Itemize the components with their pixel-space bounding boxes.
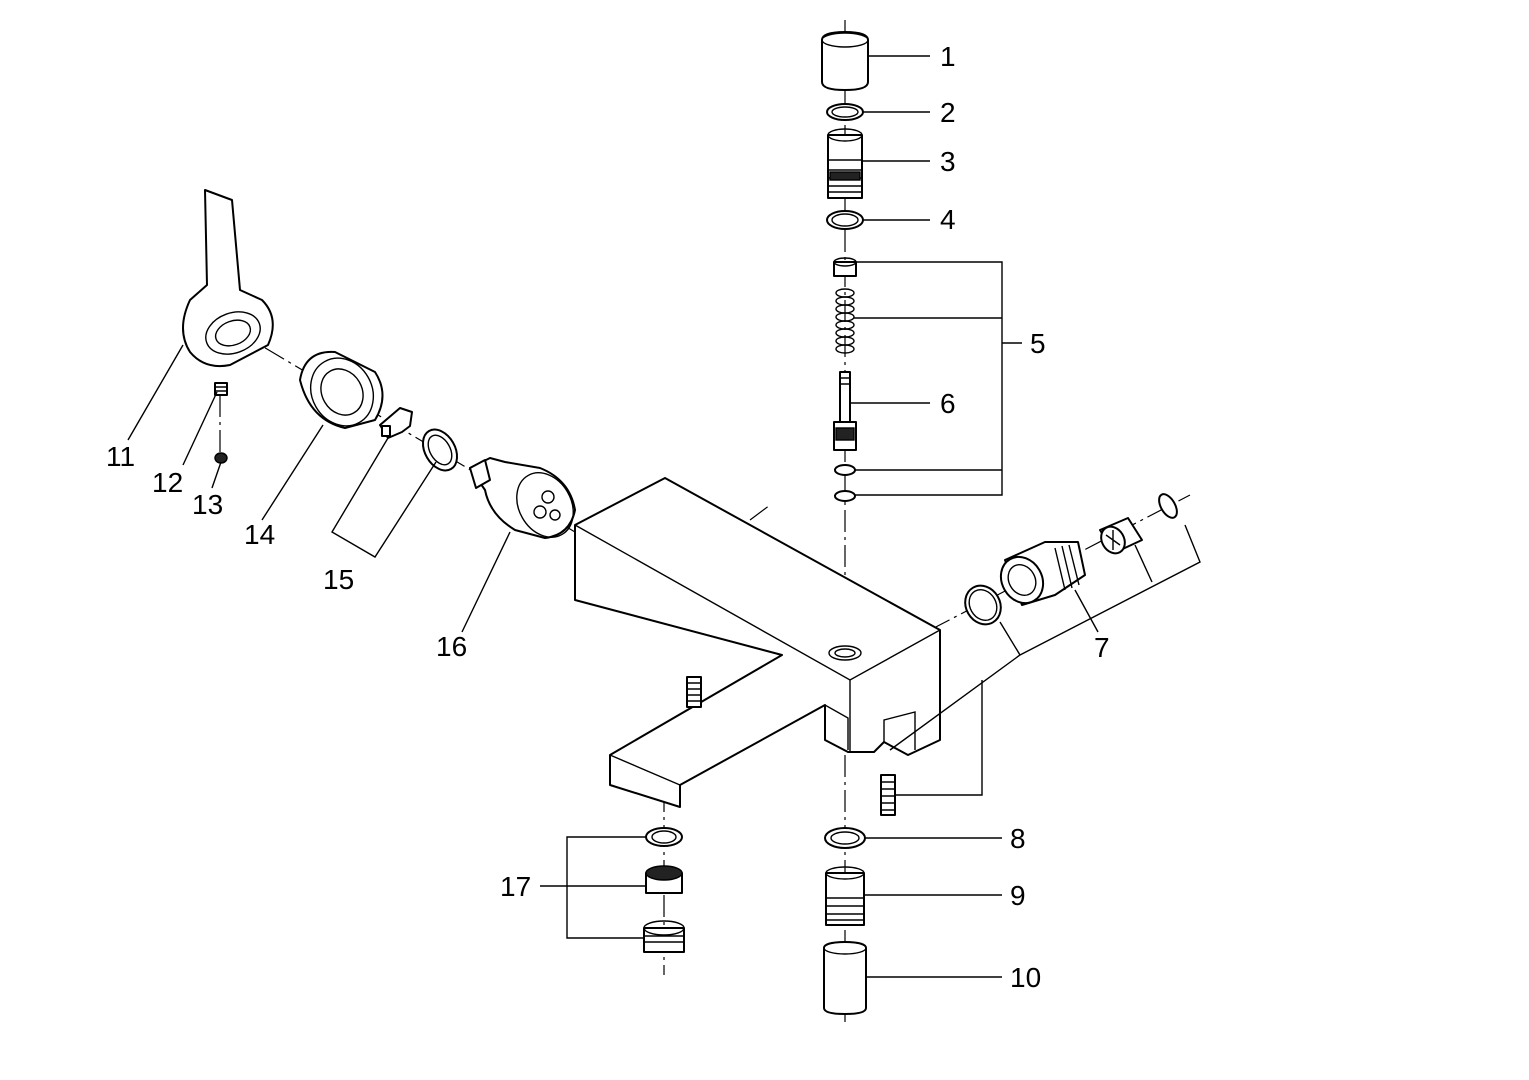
part-5-seal-kit xyxy=(833,257,857,502)
part-7-diverter-cartridge xyxy=(964,493,1178,626)
part-15-clip-and-ring xyxy=(379,407,459,472)
callout-17: 17 xyxy=(500,871,531,902)
callout-13: 13 xyxy=(192,489,223,520)
callout-5: 5 xyxy=(1030,328,1046,359)
callout-16: 16 xyxy=(436,631,467,662)
part-13-cap-plug xyxy=(214,452,228,464)
part-17-aerator xyxy=(643,827,685,953)
callout-3: 3 xyxy=(940,146,956,177)
callout-4: 4 xyxy=(940,204,956,235)
part-16-cartridge xyxy=(469,457,576,539)
callout-12: 12 xyxy=(152,467,183,498)
callout-11: 11 xyxy=(106,441,135,472)
part-8-o-ring xyxy=(824,827,866,849)
leader-lines xyxy=(127,55,1201,978)
part-11-lever-handle xyxy=(182,189,274,368)
callout-labels: 1 2 3 4 5 6 7 8 9 10 11 12 13 14 15 16 1… xyxy=(106,41,1110,993)
callout-7: 7 xyxy=(1094,632,1110,663)
part-1-cap xyxy=(821,31,869,91)
part-10-sleeve xyxy=(823,941,867,1015)
callout-10: 10 xyxy=(1010,962,1041,993)
callout-1: 1 xyxy=(940,41,956,72)
part-12-grub-screw xyxy=(214,382,228,396)
part-14-sleeve xyxy=(299,350,384,429)
spout-body xyxy=(574,477,941,808)
callout-2: 2 xyxy=(940,97,956,128)
callout-14: 14 xyxy=(244,519,275,550)
part-6-spindle xyxy=(833,371,857,451)
part-3-diverter-head xyxy=(827,128,863,199)
part-9-adapter xyxy=(825,866,865,926)
callout-6: 6 xyxy=(940,388,956,419)
callout-15: 15 xyxy=(323,564,354,595)
spring xyxy=(835,288,855,354)
part-4-o-ring xyxy=(826,210,864,230)
part-2-o-ring xyxy=(826,103,864,121)
callout-9: 9 xyxy=(1010,880,1026,911)
callout-8: 8 xyxy=(1010,823,1026,854)
